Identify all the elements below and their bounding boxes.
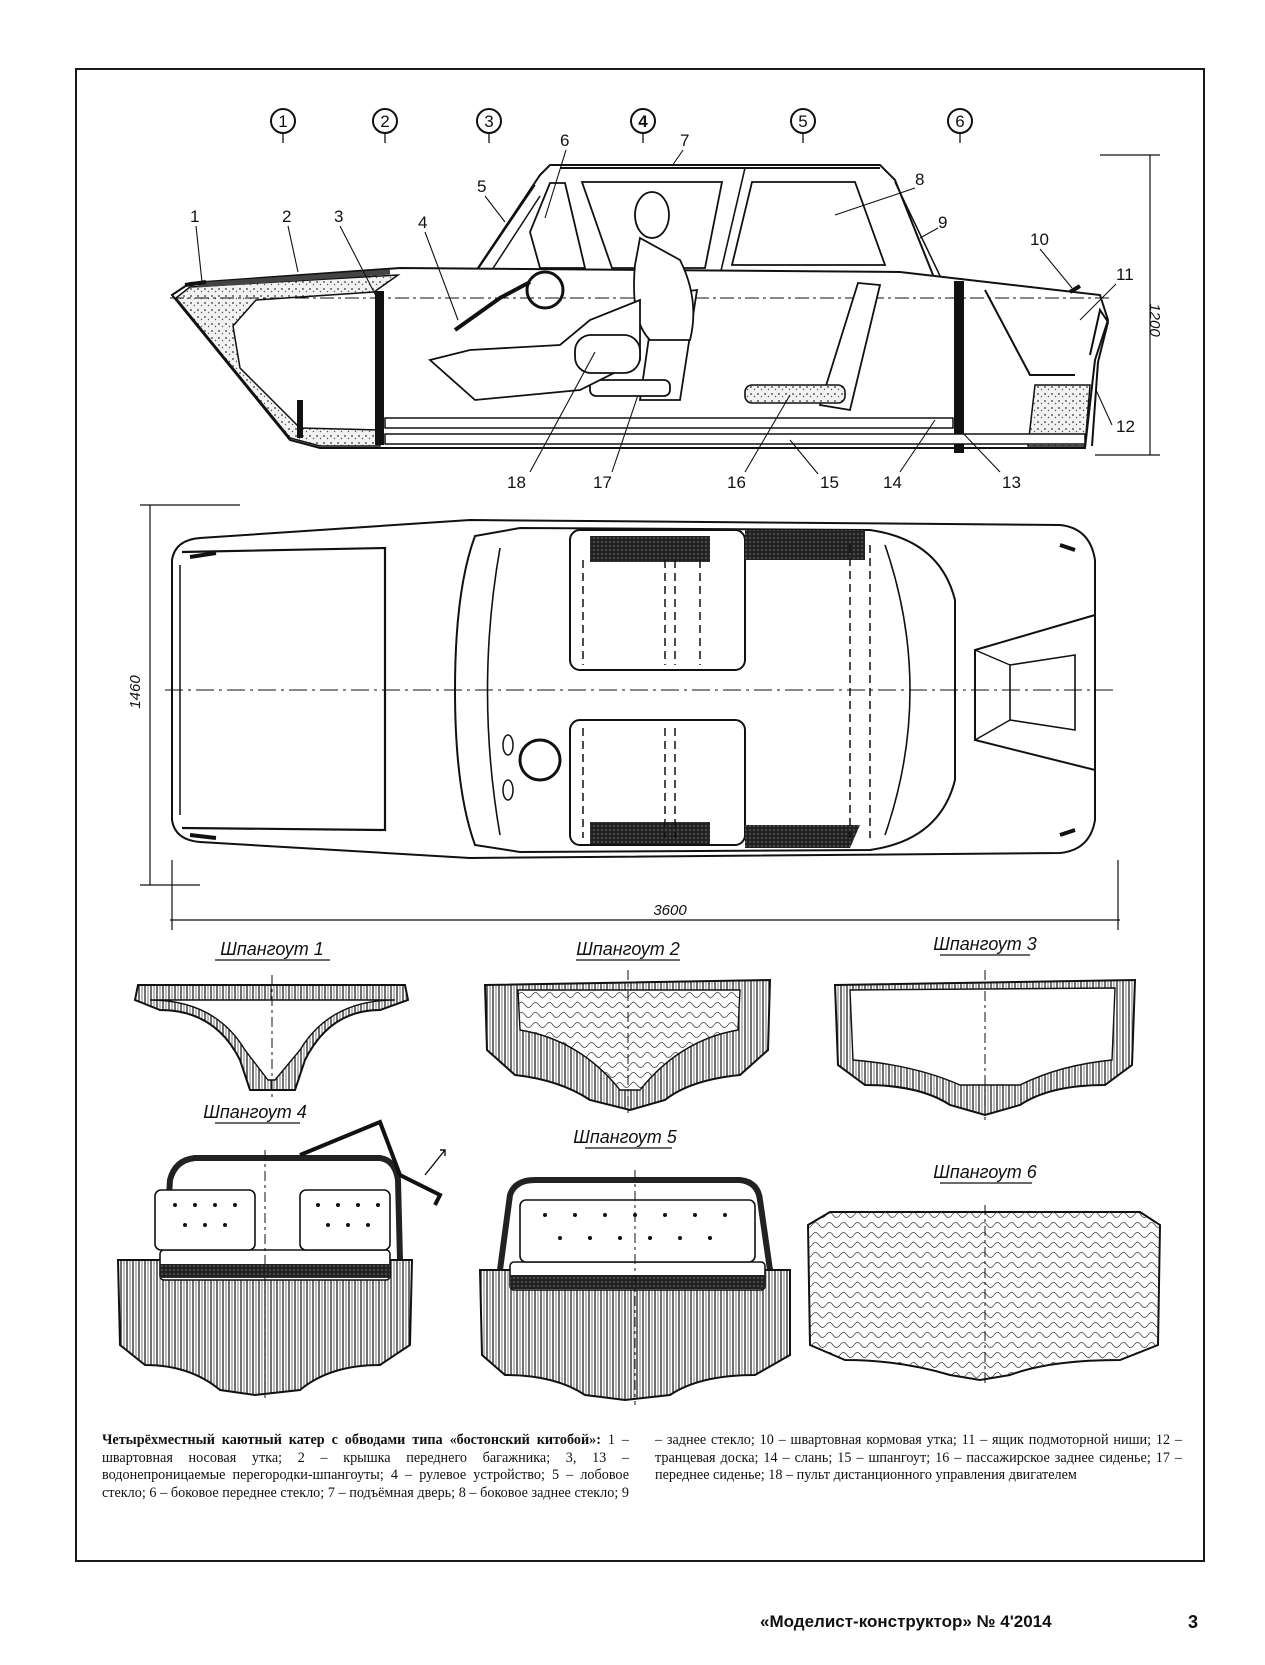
seat-back-left <box>154 1189 256 1251</box>
frame-marker-label: 4 <box>638 112 648 131</box>
rear-seat <box>818 282 882 412</box>
section-2: Шпангоут 2 <box>483 939 772 1115</box>
stern-box <box>1027 384 1091 447</box>
part-labels: 1 2 3 4 5 6 7 8 9 10 11 12 13 14 15 16 1… <box>190 131 1135 492</box>
part-label: 13 <box>959 429 1021 492</box>
bulkhead-3 <box>375 291 384 445</box>
frame-marker-label: 5 <box>798 112 807 131</box>
part-number: 5 <box>477 177 486 196</box>
part-number: 8 <box>915 170 924 189</box>
part-label: 3 <box>334 207 377 297</box>
part-label: 7 <box>671 131 689 167</box>
caption-title: Четырёхместный каютный катер с обводами … <box>102 1432 601 1448</box>
frame-marker: 5 <box>790 108 816 143</box>
steering-wheel-top-icon <box>518 738 562 782</box>
seat-back-right <box>299 1189 391 1251</box>
part-number: 7 <box>680 131 689 150</box>
beam-dimension-label: 1460 <box>127 675 144 709</box>
height-dimension: 1200 <box>1095 154 1163 456</box>
front-hatch-top <box>181 546 387 832</box>
part-number: 3 <box>334 207 343 226</box>
rear-side-window <box>730 181 887 266</box>
part-number: 18 <box>507 473 526 492</box>
caption-body: 1 – швартовная носовая утка; 2 – крышка … <box>102 1432 1182 1501</box>
part-number: 17 <box>593 473 612 492</box>
part-label: 6 <box>544 131 569 219</box>
frame-marker-label: 1 <box>278 112 287 131</box>
height-dimension-label: 1200 <box>1146 303 1163 337</box>
sole <box>384 417 954 429</box>
frame-marker-label: 6 <box>955 112 964 131</box>
frame-marker: 4 <box>630 108 656 143</box>
part-label: 11 <box>1079 265 1134 321</box>
part-number: 14 <box>883 473 902 492</box>
part-number: 2 <box>282 207 291 226</box>
part-label: 9 <box>919 213 947 239</box>
part-label: 2 <box>282 207 299 273</box>
steering-wheel-icon <box>525 270 565 310</box>
boat-drawing: 1 2 3 4 5 6 <box>116 108 1163 1405</box>
part-label: 14 <box>883 419 936 492</box>
seat-front-left <box>569 719 746 846</box>
beam-dimension: 1460 <box>127 504 240 886</box>
part-label: 16 <box>727 394 791 492</box>
part-number: 13 <box>1002 473 1021 492</box>
length-dimension: 3600 <box>170 860 1120 930</box>
length-dimension-label: 3600 <box>653 902 687 919</box>
part-number: 4 <box>418 213 427 232</box>
part-label: 17 <box>593 394 639 492</box>
section-title: Шпангоут 3 <box>933 934 1036 954</box>
front-side-window <box>529 182 587 269</box>
figure-caption: Четырёхместный каютный катер с обводами … <box>102 1432 1182 1502</box>
part-number: 11 <box>1116 265 1134 284</box>
part-label: 1 <box>190 207 203 283</box>
bulkhead-13 <box>954 281 964 453</box>
frame-sections: Шпангоут 1 Шпангоут 2 Шпангоут 3 Шпангоу… <box>116 934 1162 1405</box>
bow-foam <box>174 274 401 447</box>
section-title: Шпангоут 4 <box>203 1102 306 1122</box>
part-label: 8 <box>834 170 924 216</box>
page-number: 3 <box>1188 1612 1199 1632</box>
frame-marker-label: 2 <box>380 112 389 131</box>
part-number: 10 <box>1030 230 1049 249</box>
part-number: 1 <box>190 207 199 226</box>
section-title: Шпангоут 1 <box>220 939 323 959</box>
keel-strip <box>384 433 1086 445</box>
part-number: 16 <box>727 473 746 492</box>
frame-marker: 6 <box>947 108 973 143</box>
section-title: Шпангоут 2 <box>576 939 679 959</box>
frame-markers: 1 2 3 4 5 6 <box>270 108 973 143</box>
section-4: Шпангоут 4 <box>116 1102 446 1400</box>
windshield <box>475 184 541 277</box>
figure-frame <box>75 68 1205 1562</box>
frame-marker: 1 <box>270 108 296 143</box>
section-3: Шпангоут 3 <box>833 934 1137 1120</box>
part-number: 6 <box>560 131 569 150</box>
section-title: Шпангоут 6 <box>933 1162 1037 1182</box>
journal-footer: «Моделист-конструктор» № 4'2014 <box>760 1612 1052 1631</box>
part-label: 18 <box>507 351 596 492</box>
part-label: 12 <box>1095 389 1135 436</box>
frame-marker-label: 3 <box>484 112 493 131</box>
section-5: Шпангоут 5 <box>478 1127 791 1405</box>
part-number: 9 <box>938 213 947 232</box>
part-number: 12 <box>1116 417 1135 436</box>
driver-figure <box>428 191 695 401</box>
part-label: 10 <box>1030 230 1073 289</box>
frame-marker: 3 <box>476 108 502 143</box>
section-6: Шпангоут 6 <box>806 1162 1162 1385</box>
section-1: Шпангоут 1 <box>133 939 410 1100</box>
side-view: 1 2 3 4 5 6 <box>170 108 1163 492</box>
part-number: 15 <box>820 473 839 492</box>
part-label: 5 <box>477 177 506 223</box>
front-hatch <box>197 269 391 288</box>
seat-front-right <box>569 529 746 671</box>
section-title: Шпангоут 5 <box>573 1127 677 1147</box>
top-view: 1460 3600 <box>127 504 1120 930</box>
frame-marker: 2 <box>372 108 398 143</box>
part-label: 4 <box>418 213 459 321</box>
rear-bench-back <box>519 1199 756 1263</box>
steering-column <box>453 280 531 332</box>
part-label: 15 <box>789 439 839 492</box>
